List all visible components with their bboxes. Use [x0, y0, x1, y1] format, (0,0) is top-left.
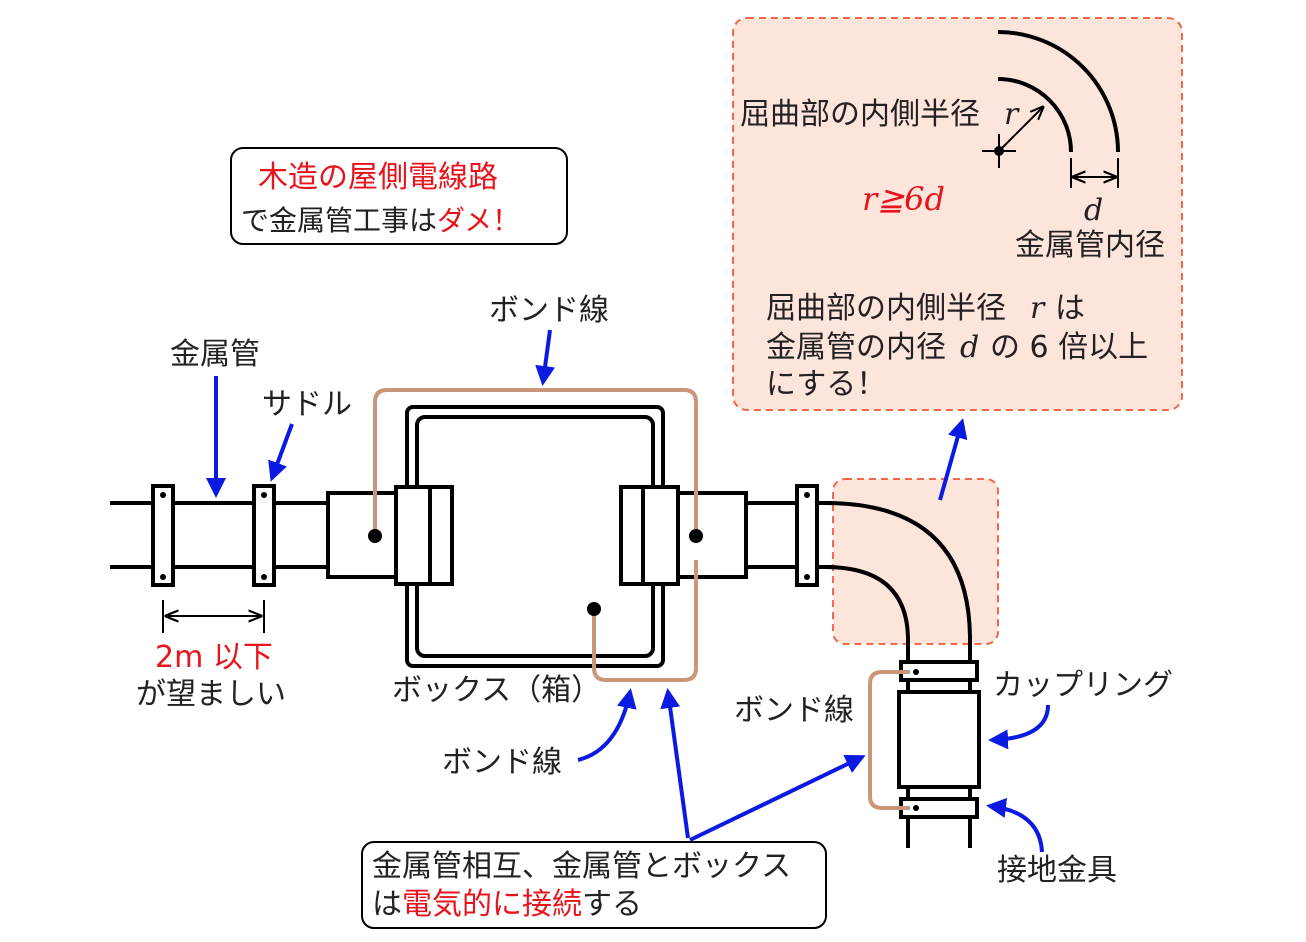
rule-r-symbol: r	[1030, 291, 1046, 326]
bond-point-right	[689, 529, 703, 543]
connection-note-callout: 金属管相互、金属管とボックス は電気的に接続する	[361, 841, 827, 929]
bond-wire-coupling	[868, 670, 910, 810]
bend-radius-label: 屈曲部の内側半径	[740, 97, 980, 132]
arrow-note-to-box	[660, 688, 690, 839]
bond-wire-bottom-label: ボンド線	[442, 745, 562, 780]
coupling	[897, 690, 981, 789]
coupling-label: カップリング	[993, 668, 1173, 703]
bond-wire-top	[373, 388, 698, 536]
arrow-bend-detail	[938, 418, 968, 501]
warning-line2: で金属管工事はダメ！	[241, 204, 520, 237]
right-metal-pipe	[745, 501, 835, 569]
rule-line1-prefix: 屈曲部の内側半径	[766, 291, 1006, 326]
saddle-spacing-dimension	[162, 600, 265, 633]
warning-callout: 木造の屋側電線路 で金属管工事はダメ！	[230, 147, 568, 245]
connection-note-line1: 金属管相互、金属管とボックス	[372, 849, 791, 884]
coupling-assembly	[897, 660, 981, 848]
box-label: ボックス（箱）	[392, 673, 601, 708]
bond-point-left	[368, 529, 382, 543]
warning-line1: 木造の屋側電線路	[258, 160, 498, 195]
junction-box	[394, 405, 680, 668]
saddle-1	[151, 484, 175, 587]
rule-line3: にする！	[766, 367, 886, 402]
spacing-note: が望ましい	[136, 677, 286, 712]
r-symbol: r	[1004, 97, 1020, 132]
bond-wire-box	[592, 560, 698, 682]
spacing-value: 2m 以下	[155, 640, 273, 675]
bond-point-box	[587, 602, 601, 616]
arrow-note-to-coupling	[689, 754, 866, 842]
ground-fitting-label: 接地金具	[997, 853, 1117, 888]
metal-pipe-label: 金属管	[170, 337, 260, 372]
bond-wire-right-label: ボンド線	[734, 693, 854, 728]
rule-line1-suffix: は	[1055, 291, 1085, 326]
connection-note-line2: は電気的に接続する	[372, 887, 642, 922]
rule-line2-suffix: の 6 倍以上	[990, 330, 1148, 365]
ground-fitting	[899, 797, 979, 819]
arrow-bond-top	[535, 329, 556, 386]
saddle-label: サドル	[262, 387, 352, 422]
bend-detail-panel: 屈曲部の内側半径 r r≧6d d 金属管内径 屈曲部の内側半径 r は 金属管…	[732, 17, 1183, 411]
saddle-3	[795, 484, 819, 587]
arrow-coupling	[988, 704, 1050, 750]
rule-line2-prefix: 金属管の内径	[766, 330, 946, 365]
pipe-inner-diameter-label: 金属管内径	[1015, 228, 1165, 263]
left-metal-pipe	[110, 501, 330, 569]
arrow-saddle	[268, 423, 294, 482]
saddle-2	[252, 484, 276, 587]
bend-formula: r≧6d	[862, 180, 945, 218]
bend-highlight	[832, 478, 999, 645]
arrow-bond-bottom	[577, 688, 637, 762]
pipe-bend	[824, 501, 972, 662]
pointer-arrows	[206, 329, 1050, 853]
arrow-ground-fitting	[986, 797, 1044, 853]
d-symbol: d	[1084, 193, 1103, 228]
rule-d-symbol: d	[960, 330, 979, 365]
bond-wire-top-label: ボンド線	[489, 293, 609, 328]
